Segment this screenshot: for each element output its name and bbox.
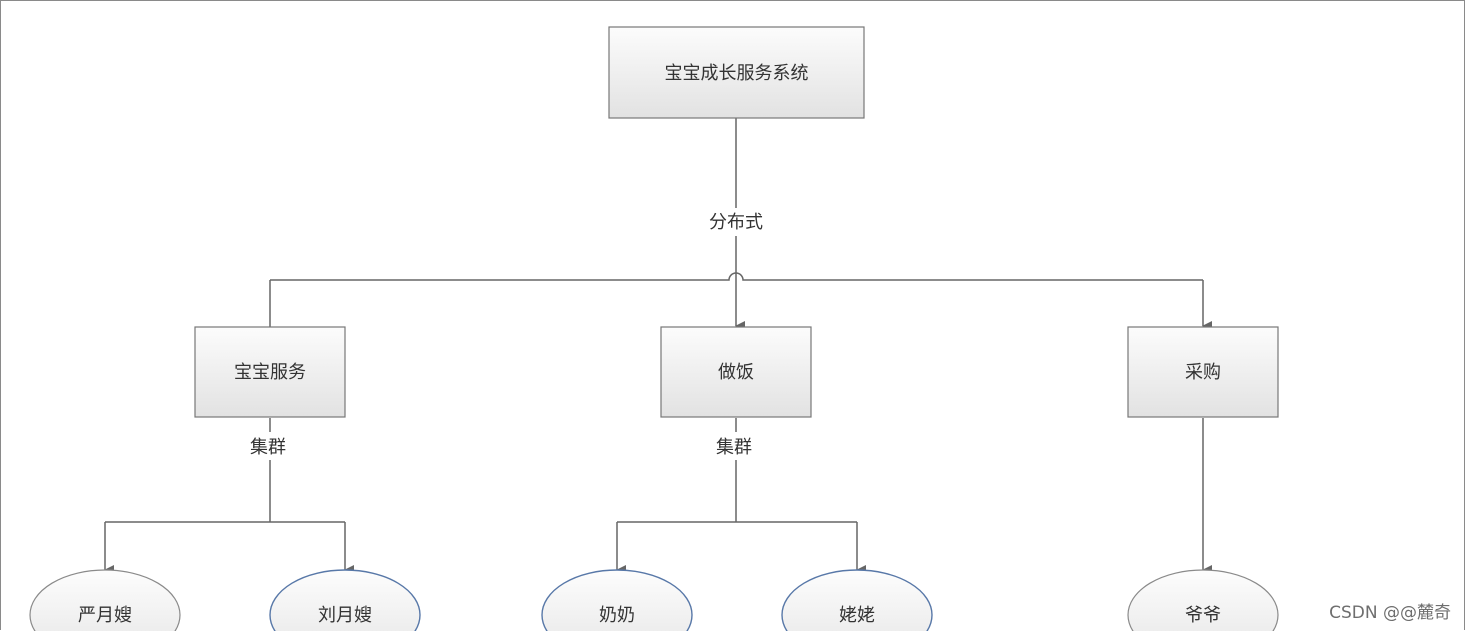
node-yeye-label: 爷爷 [1185, 605, 1221, 626]
node-yan-yuesao: 严月嫂 [29, 569, 181, 631]
edge-label-cluster-left: 集群 [250, 437, 286, 458]
edge-label-distributed: 分布式 [709, 212, 763, 233]
node-purchasing-label: 采购 [1185, 362, 1221, 383]
node-cooking-label: 做饭 [718, 362, 754, 383]
node-baby-service-label: 宝宝服务 [234, 362, 306, 383]
node-laolao-label: 姥姥 [839, 605, 875, 626]
node-root: 宝宝成长服务系统 [608, 26, 865, 119]
node-purchasing: 采购 [1127, 326, 1279, 418]
node-cooking: 做饭 [660, 326, 812, 418]
node-baby-service: 宝宝服务 [194, 326, 346, 418]
node-nainai-label: 奶奶 [599, 605, 635, 626]
watermark: CSDN @@麓奇 [1329, 603, 1451, 623]
node-liu-yuesao-label: 刘月嫂 [318, 605, 372, 626]
node-yeye: 爷爷 [1127, 569, 1279, 631]
node-nainai: 奶奶 [541, 569, 693, 631]
node-root-label: 宝宝成长服务系统 [665, 63, 809, 84]
edge-label-cluster-middle: 集群 [716, 437, 752, 458]
node-yan-yuesao-label: 严月嫂 [78, 605, 132, 626]
node-liu-yuesao: 刘月嫂 [269, 569, 421, 631]
node-laolao: 姥姥 [781, 569, 933, 631]
connector-bus-left [270, 272, 1203, 281]
